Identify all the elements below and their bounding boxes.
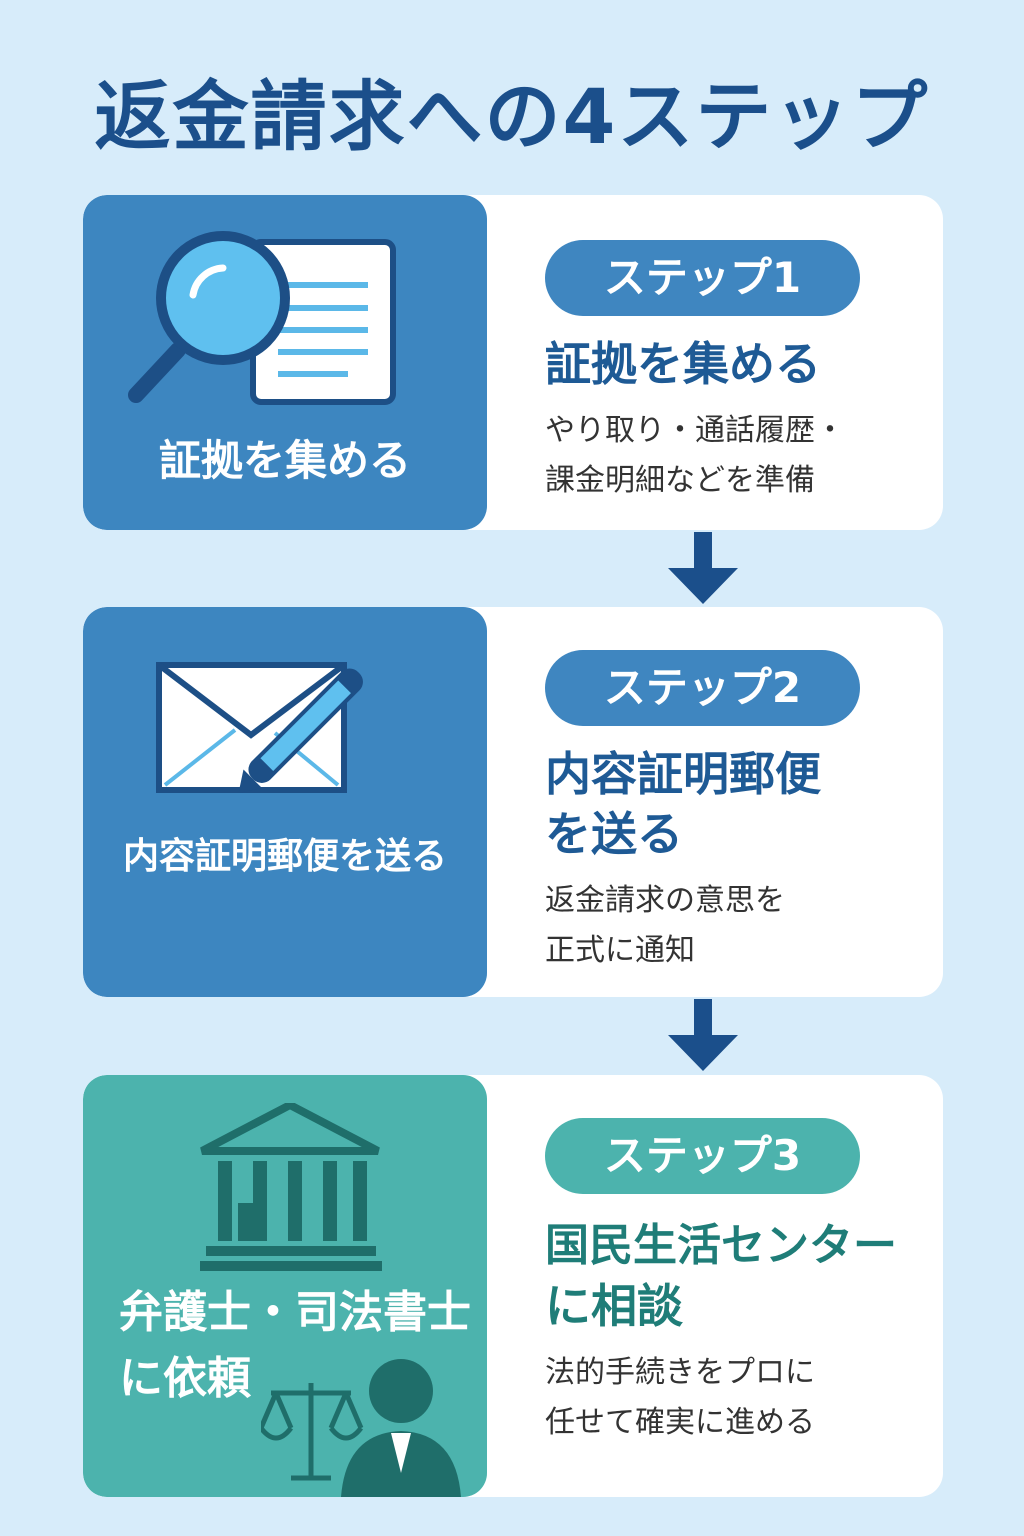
- courthouse-icon: [200, 1103, 382, 1271]
- step-3-description-line: 法的手続きをプロに: [545, 1355, 815, 1390]
- step-2-badge: ステップ2: [545, 650, 860, 726]
- step-3-illustration-panel: 弁護士・司法書士に依頼: [83, 1075, 487, 1497]
- step-1-description-line: やり取り・通話履歴・: [545, 413, 845, 448]
- down-arrow-icon: [668, 532, 738, 604]
- step-2-description-line: 返金請求の意思を: [545, 883, 785, 918]
- step-2-description: 返金請求の意思を正式に通知: [545, 876, 860, 976]
- step-1-description: やり取り・通話履歴・課金明細などを準備: [545, 406, 860, 506]
- step-1-heading: 証拠を集める: [545, 334, 860, 394]
- step-2-description-line: 正式に通知: [545, 933, 695, 968]
- step-3-description-line: 任せて確実に進める: [545, 1405, 815, 1440]
- lawyer-scales-icon: [261, 1359, 461, 1497]
- step-2-heading-line: 内容証明郵便: [545, 747, 821, 801]
- step-3-left-label-line: に依頼: [119, 1353, 251, 1404]
- step-card-2: 内容証明郵便を送る ステップ2 内容証明郵便を送る 返金請求の意思を正式に通知: [83, 607, 943, 997]
- step-card-3: 弁護士・司法書士に依頼 ステップ3 国民生活センターに相談 法的手続きをプロに任…: [83, 1075, 943, 1497]
- step-2-heading: 内容証明郵便を送る: [545, 744, 860, 864]
- step-2-heading-line: を送る: [545, 807, 683, 861]
- step-3-heading: 国民生活センターに相談: [545, 1216, 897, 1336]
- step-1-badge: ステップ1: [545, 240, 860, 316]
- step-3-badge: ステップ3: [545, 1118, 860, 1194]
- step-1-left-label: 証拠を集める: [158, 436, 411, 485]
- step-2-illustration-panel: 内容証明郵便を送る: [83, 607, 487, 997]
- down-arrow-icon: [668, 999, 738, 1071]
- page-title: 返金請求への4ステップ: [94, 72, 930, 161]
- step-3-heading-line: に相談: [545, 1279, 683, 1333]
- envelope-pen-icon: [156, 662, 363, 793]
- step-2-left-label: 内容証明郵便を送る: [122, 836, 447, 877]
- step-1-description-line: 課金明細などを準備: [545, 463, 815, 498]
- step-3-left-label: 弁護士・司法書士に依頼: [83, 1280, 487, 1412]
- step-1-heading-line: 証拠を集める: [545, 337, 821, 391]
- step-3-left-label-line: 弁護士・司法書士: [119, 1287, 471, 1338]
- step-3-description: 法的手続きをプロに任せて確実に進める: [545, 1348, 897, 1448]
- step-1-illustration-panel: 証拠を集める: [83, 195, 487, 530]
- magnifier-document-icon: [128, 231, 396, 405]
- step-3-heading-line: 国民生活センター: [545, 1220, 897, 1271]
- step-card-1: 証拠を集める ステップ1 証拠を集める やり取り・通話履歴・課金明細などを準備: [83, 195, 943, 530]
